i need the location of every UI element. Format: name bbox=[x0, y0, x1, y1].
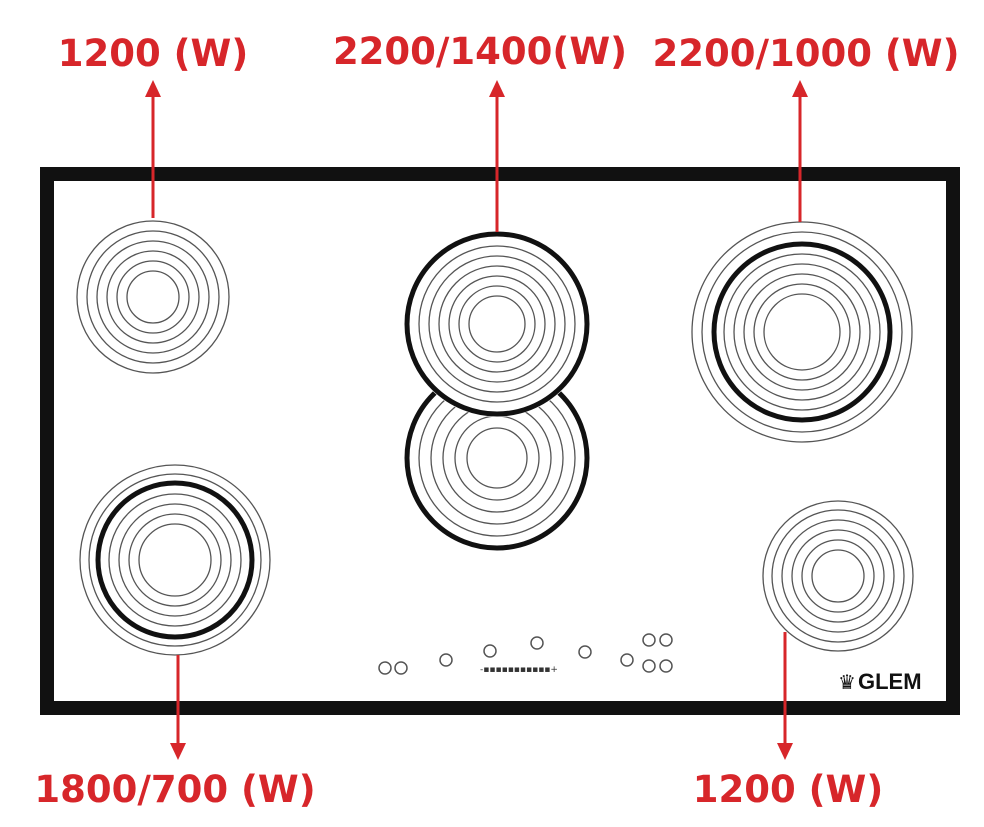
arrow-bottom-left bbox=[170, 655, 186, 760]
burner-bottom-left bbox=[79, 464, 271, 656]
burner-ring bbox=[418, 245, 576, 403]
brand-name: GLEM bbox=[858, 669, 922, 694]
burner-ring bbox=[438, 265, 556, 383]
burner-ring bbox=[448, 275, 546, 373]
burner-ring bbox=[106, 250, 200, 344]
control-button[interactable] bbox=[620, 653, 634, 667]
burner-ring bbox=[701, 231, 903, 433]
arrow-top-center bbox=[489, 80, 505, 232]
burner-ring bbox=[118, 503, 232, 617]
burner-ring bbox=[811, 549, 865, 603]
burner-ring bbox=[86, 230, 220, 364]
burner-ring bbox=[781, 519, 895, 633]
control-button[interactable] bbox=[483, 644, 497, 658]
burner-ring bbox=[79, 464, 271, 656]
burner-ring bbox=[771, 509, 905, 643]
burner-ring bbox=[733, 263, 871, 401]
control-button[interactable] bbox=[394, 661, 408, 675]
control-button[interactable] bbox=[578, 645, 592, 659]
burner-outer-zone bbox=[95, 480, 255, 640]
burner-ring bbox=[466, 427, 528, 489]
power-slider[interactable]: -▪▪▪▪▪▪▪▪▪▪▪+ bbox=[480, 665, 558, 675]
label-bottom-right: 1200 (W) bbox=[693, 768, 884, 811]
label-top-center: 2200/1400(W) bbox=[333, 30, 627, 73]
brand-logo: ♛ GLEM bbox=[838, 669, 922, 694]
arrow-top-right bbox=[792, 80, 808, 222]
control-button[interactable] bbox=[378, 661, 392, 675]
label-top-left: 1200 (W) bbox=[58, 32, 249, 75]
label-bottom-left: 1800/700 (W) bbox=[34, 768, 315, 811]
burner-outer-zone bbox=[404, 231, 590, 417]
arrow-top-left bbox=[145, 80, 161, 218]
burner-ring bbox=[138, 523, 212, 597]
burner-bottom-right bbox=[762, 500, 914, 652]
control-button[interactable] bbox=[659, 659, 673, 673]
burner-ring bbox=[108, 493, 242, 627]
burner-ring bbox=[128, 513, 222, 607]
arrow-bottom-right bbox=[777, 632, 793, 760]
burner-ring bbox=[116, 260, 190, 334]
control-button[interactable] bbox=[659, 633, 673, 647]
control-panel: -▪▪▪▪▪▪▪▪▪▪▪+ bbox=[378, 633, 673, 675]
control-button[interactable] bbox=[642, 633, 656, 647]
burner-ring bbox=[753, 283, 851, 381]
burner-ring bbox=[76, 220, 230, 374]
burner-outer-zone bbox=[711, 241, 893, 423]
burner-ring bbox=[763, 293, 841, 371]
burner-ring bbox=[691, 221, 913, 443]
burner-ring bbox=[88, 473, 262, 647]
burner-top-left bbox=[76, 220, 230, 374]
control-button[interactable] bbox=[439, 653, 453, 667]
burner-top-right bbox=[691, 221, 913, 443]
control-button[interactable] bbox=[642, 659, 656, 673]
burner-top-center bbox=[404, 231, 590, 417]
burner-ring bbox=[428, 255, 566, 393]
burner-ring bbox=[723, 253, 881, 411]
burner-ring bbox=[458, 285, 536, 363]
burner-ring bbox=[762, 500, 914, 652]
burner-ring bbox=[126, 270, 180, 324]
label-top-right: 2200/1000 (W) bbox=[653, 32, 960, 75]
burner-ring bbox=[743, 273, 861, 391]
burner-ring bbox=[96, 240, 210, 354]
burner-ring bbox=[791, 529, 885, 623]
control-button[interactable] bbox=[530, 636, 544, 650]
burner-ring bbox=[801, 539, 875, 613]
crown-icon: ♛ bbox=[838, 670, 856, 694]
burner-ring bbox=[468, 295, 526, 353]
